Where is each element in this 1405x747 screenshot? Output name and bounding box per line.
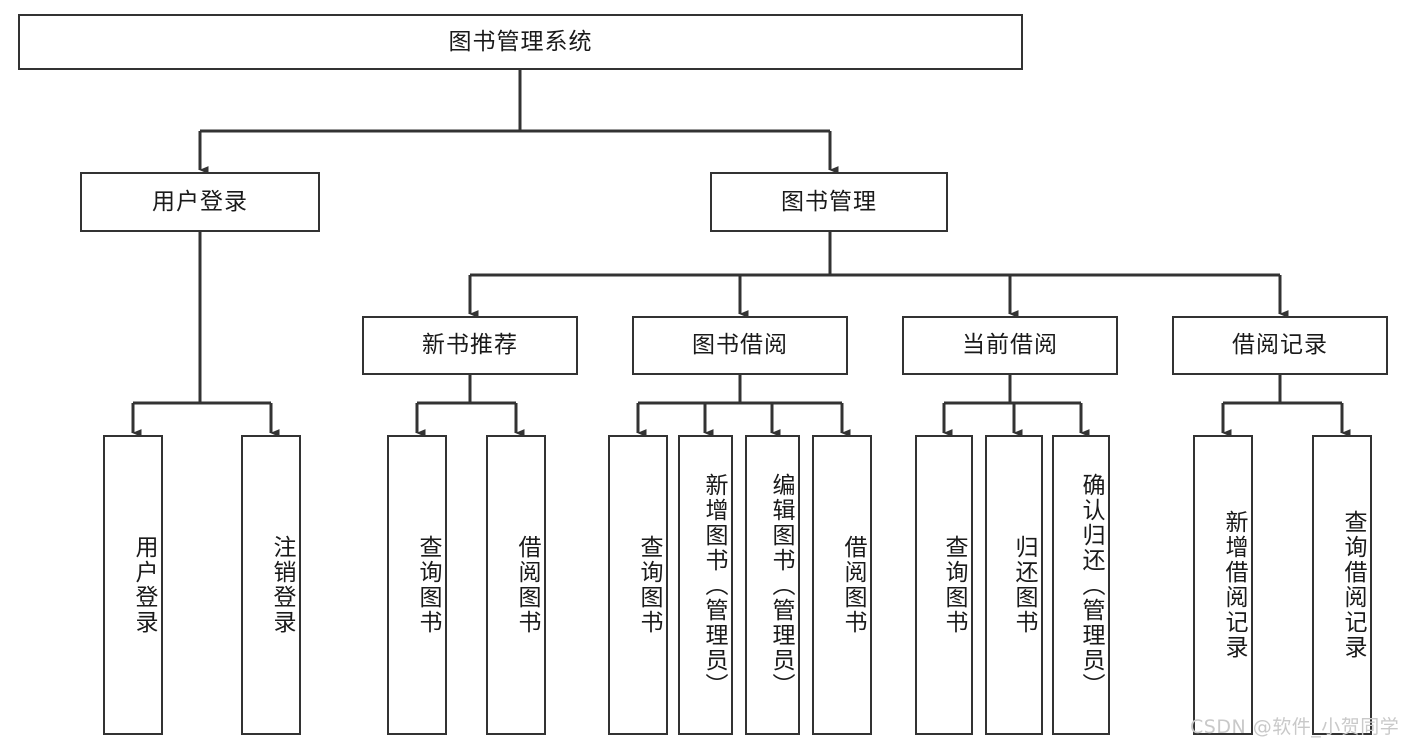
node-label: 当前借阅 [962,332,1058,359]
node-label: 图书管理 [781,188,877,215]
leaf-query-book-1[interactable]: 查询图书 [387,435,447,735]
leaf-confirm-return[interactable]: 确认归还（管理员） [1052,435,1110,735]
edges-newbookrec-to-leaves [415,375,525,437]
watermark-text: CSDN @软件_小贺同学 [1190,716,1400,738]
node-label: 新书推荐 [422,332,518,359]
node-label: 图书借阅 [692,332,788,359]
node-label: 编辑图书（管理员） [768,472,794,698]
node-label: 确认归还（管理员） [1078,472,1104,698]
node-label: 借阅图书 [514,535,540,635]
node-label: 新增借阅记录 [1221,510,1247,660]
leaf-return-book[interactable]: 归还图书 [985,435,1043,735]
node-label: 查询借阅记录 [1340,510,1366,660]
leaf-add-book[interactable]: 新增图书（管理员） [678,435,733,735]
node-label: 查询图书 [941,535,967,635]
node-label: 查询图书 [415,535,441,635]
edges-currentborrow-to-leaves [942,375,1090,437]
node-label: 查询图书 [636,535,662,635]
node-label: 借阅记录 [1232,332,1328,359]
edges-root-to-level2 [198,70,839,174]
node-label: 归还图书 [1011,535,1037,635]
node-label: 图书管理系统 [448,28,593,55]
node-current-borrow[interactable]: 当前借阅 [902,316,1118,375]
edges-bookborrow-to-leaves [636,375,851,437]
node-label: 用户登录 [152,188,248,215]
leaf-add-record[interactable]: 新增借阅记录 [1193,435,1253,735]
node-user-login[interactable]: 用户登录 [80,172,320,232]
leaf-query-book-2[interactable]: 查询图书 [608,435,668,735]
leaf-edit-book[interactable]: 编辑图书（管理员） [745,435,800,735]
node-book-manage[interactable]: 图书管理 [710,172,948,232]
leaf-query-book-3[interactable]: 查询图书 [915,435,973,735]
node-root-system[interactable]: 图书管理系统 [18,14,1023,70]
node-borrow-record[interactable]: 借阅记录 [1172,316,1388,375]
node-label: 新增图书（管理员） [701,472,727,698]
node-label: 注销登录 [269,535,295,635]
edges-bookmanage-to-level3 [468,232,1289,318]
node-new-book-rec[interactable]: 新书推荐 [362,316,578,375]
node-label: 借阅图书 [840,535,866,635]
leaf-borrow-book-2[interactable]: 借阅图书 [812,435,872,735]
leaf-query-record[interactable]: 查询借阅记录 [1312,435,1372,735]
node-label: 用户登录 [131,535,157,635]
leaf-user-logout[interactable]: 注销登录 [241,435,301,735]
node-book-borrow[interactable]: 图书借阅 [632,316,848,375]
edges-borrowrecord-to-leaves [1221,375,1351,437]
edges-userlogin-to-leaves [131,232,280,437]
leaf-borrow-book-1[interactable]: 借阅图书 [486,435,546,735]
leaf-user-login[interactable]: 用户登录 [103,435,163,735]
